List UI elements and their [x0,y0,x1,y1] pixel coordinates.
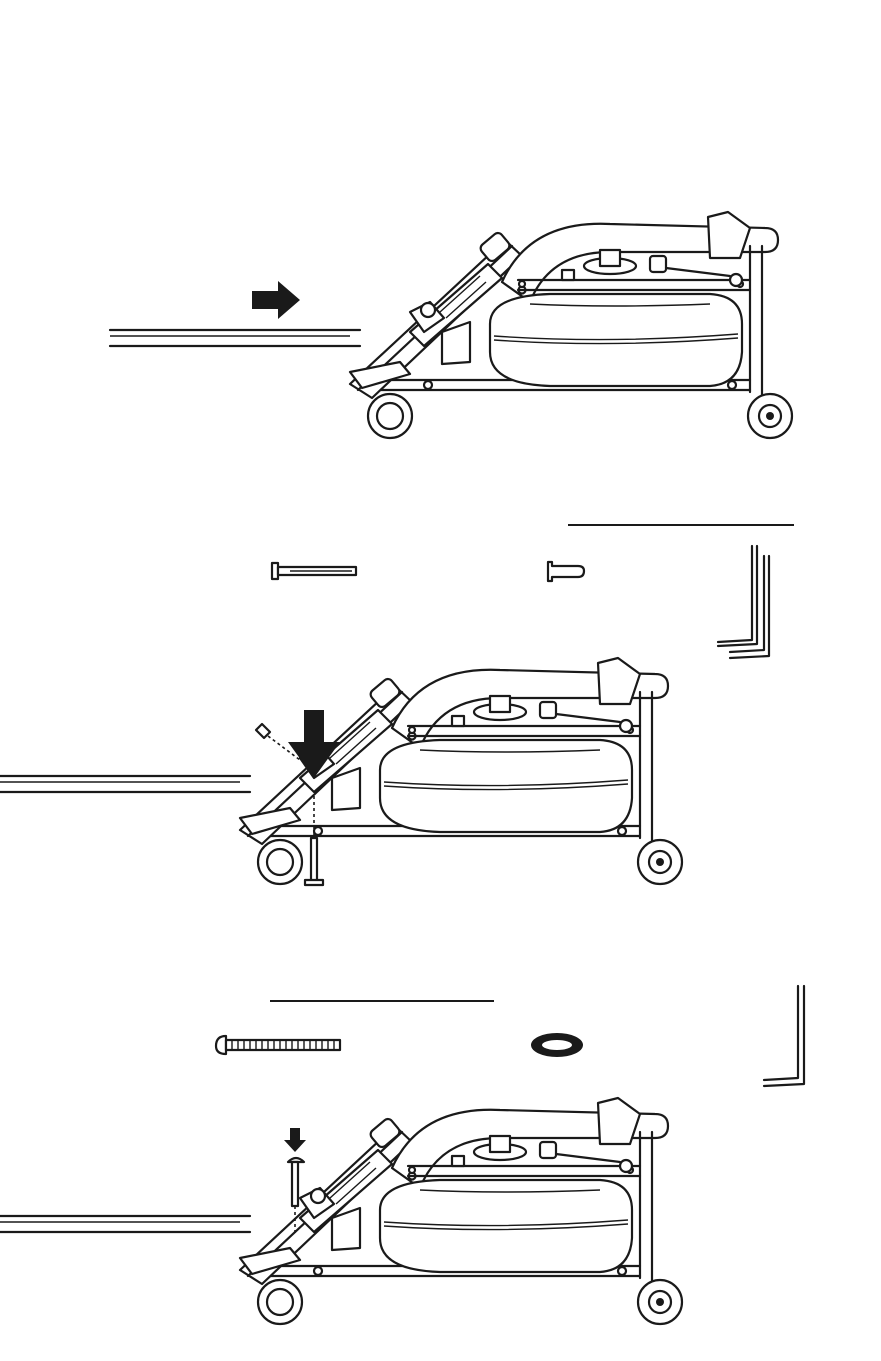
assembly-step-1 [0,0,881,460]
allen-keys-icon [718,546,769,658]
end-cap-icon [548,562,584,581]
exploded-bolt [305,796,323,885]
hardware-divider [568,524,794,526]
arrow-right-icon [252,281,300,319]
arrow-down-icon [284,1128,306,1152]
rower-diagram-step-1 [0,0,881,460]
long-bolt-icon [272,563,356,579]
assembly-step-2 [0,460,881,900]
hardware-divider [270,1000,494,1002]
round-head-bolt-icon [216,1036,340,1054]
washer-icon [531,1033,583,1057]
rower-diagram-step-3 [0,900,881,1361]
assembly-step-3 [0,900,881,1361]
allen-key-icon [764,986,804,1086]
rower-diagram-step-2 [0,460,881,900]
